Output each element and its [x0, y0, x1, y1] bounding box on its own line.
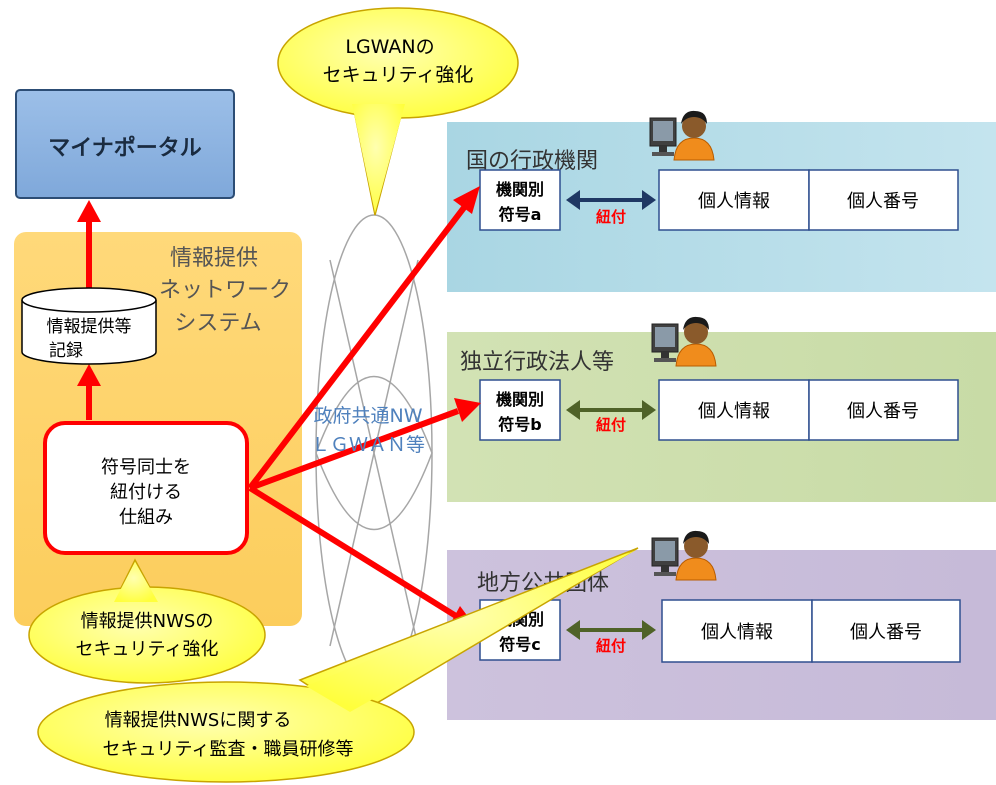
mechanism-label: 仕組み — [119, 507, 173, 528]
record-database-icon — [21, 287, 157, 365]
mechanism-label: 符号同士を — [101, 457, 191, 478]
portal-label: マイナポータル — [48, 135, 202, 161]
personal-info-box — [661, 599, 813, 663]
link-arrowhead-left — [566, 190, 580, 210]
org-code-label: 符号b — [498, 415, 541, 434]
callout-lgwan-text: セキュリティ強化 — [323, 64, 474, 86]
arrowhead — [77, 200, 101, 222]
personal-number-box — [808, 379, 959, 441]
link-arrowhead-left — [566, 620, 580, 640]
network-system-title: 情報提供 — [170, 246, 258, 271]
record-label: 記録 — [49, 341, 83, 361]
callout-lgwan-text: LGWANの — [345, 36, 434, 58]
arrowhead — [77, 364, 101, 386]
org-code-label: 符号c — [499, 635, 541, 654]
personal-number-box — [808, 169, 959, 231]
mechanism-label: 紐付ける — [110, 482, 182, 503]
callout-nws-text: セキュリティ強化 — [76, 639, 219, 660]
link-arrowhead-right — [642, 620, 656, 640]
org-code-box — [479, 169, 561, 231]
personal-number-label: 個人番号 — [850, 622, 922, 643]
link-arrowhead-left — [566, 400, 580, 420]
link-arrowhead-right — [642, 190, 656, 210]
linking-mechanism-box — [43, 421, 249, 555]
network-label: 政府共通NW — [314, 405, 423, 427]
distribution-arrows — [247, 186, 481, 630]
org-code-label: 機関別 — [496, 180, 544, 199]
personal-number-box — [811, 599, 961, 663]
org-name: 独立行政法人等 — [460, 350, 614, 375]
personal-info-box — [658, 379, 810, 441]
link-label: 紐付 — [596, 637, 626, 655]
org-code-label: 機関別 — [496, 390, 544, 409]
org-code-box — [479, 379, 561, 441]
link-label: 紐付 — [596, 416, 626, 434]
personal-info-label: 個人情報 — [698, 191, 770, 212]
personal-info-box — [658, 169, 810, 231]
link-label: 紐付 — [596, 208, 626, 226]
personal-number-label: 個人番号 — [847, 401, 919, 422]
callout-audit-text: セキュリティ監査・職員研修等 — [103, 739, 354, 760]
org-code-label: 符号a — [499, 205, 542, 224]
callout-lgwan — [277, 7, 519, 216]
record-label: 情報提供等 — [47, 317, 132, 337]
callout-nws-text: 情報提供NWSの — [81, 611, 214, 632]
callout-audit-text: 情報提供NWSに関する — [105, 710, 292, 731]
network-system-title: システム — [174, 311, 261, 336]
callout-nws — [28, 558, 266, 684]
network-system-title: ネットワーク — [159, 278, 291, 303]
link-arrowhead-right — [642, 400, 656, 420]
personal-info-label: 個人情報 — [701, 622, 773, 643]
portal-box — [15, 89, 235, 199]
callout-audit — [37, 547, 639, 783]
personal-number-label: 個人番号 — [847, 191, 919, 212]
network-label: ＬＧＷＡＮ等 — [311, 434, 425, 456]
personal-info-label: 個人情報 — [698, 401, 770, 422]
